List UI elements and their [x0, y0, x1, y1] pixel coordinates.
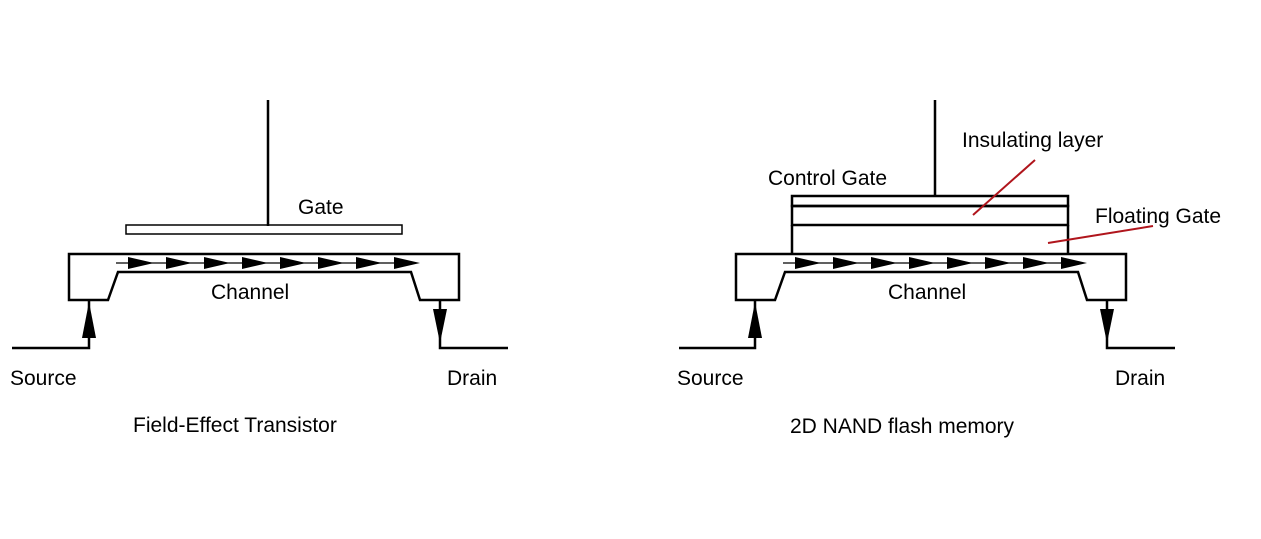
- nand-control-gate-label: Control Gate: [768, 167, 887, 190]
- fet-channel-arrow-icon: [242, 257, 268, 269]
- nand-source-label: Source: [677, 367, 744, 390]
- fet-channel-arrow-icon: [166, 257, 192, 269]
- fet-channel-arrows: [116, 257, 420, 269]
- fet-channel-arrow-icon: [128, 257, 154, 269]
- nand-drain-lead: [1105, 300, 1175, 350]
- floating-gate-pointer: [1047, 225, 1154, 244]
- nand-source-arrow-icon: [748, 302, 762, 338]
- nand-channel-arrow-icon: [909, 257, 935, 269]
- fet-channel-arrow-icon: [280, 257, 306, 269]
- fet-source-lead: [12, 300, 91, 350]
- nand-substrate: [734, 252, 1128, 302]
- fet-channel-arrow-icon: [394, 257, 420, 269]
- fet-channel-arrow-icon: [204, 257, 230, 269]
- nand-floating-gate-label: Floating Gate: [1095, 205, 1221, 228]
- fet-gate-plate: [125, 224, 403, 235]
- nand-floating-gate-layer: [790, 225, 1070, 254]
- nand-drain-arrow-icon: [1100, 309, 1114, 343]
- nand-channel-arrows: [783, 257, 1087, 269]
- fet-drain-label: Drain: [447, 367, 497, 390]
- nand-channel-arrow-icon: [1023, 257, 1049, 269]
- nand-title: 2D NAND flash memory: [790, 415, 1015, 438]
- fet-channel-arrow-icon: [318, 257, 344, 269]
- nand-channel-arrow-icon: [833, 257, 859, 269]
- nand-channel-arrow-icon: [1061, 257, 1087, 269]
- fet-title: Field-Effect Transistor: [133, 414, 337, 437]
- nand-channel-arrow-icon: [795, 257, 821, 269]
- fet-drain-arrow-icon: [433, 309, 447, 343]
- nand-insulating-layer: [790, 204, 1070, 227]
- nand-channel-arrow-icon: [985, 257, 1011, 269]
- nand-drain-label: Drain: [1115, 367, 1165, 390]
- nand-channel-label: Channel: [888, 281, 966, 304]
- fet-drain-lead: [438, 300, 508, 350]
- nand-control-gate-layer: [790, 194, 1070, 208]
- nand-source-lead: [679, 300, 757, 350]
- nand-channel-arrow-icon: [871, 257, 897, 269]
- insulating-layer-pointer: [972, 159, 1036, 216]
- fet-diagram: Gate Channel Source Drain Field-Effect T…: [10, 100, 508, 437]
- fet-channel-arrow-icon: [356, 257, 382, 269]
- fet-gate-label: Gate: [298, 196, 344, 219]
- nand-channel-arrow-icon: [947, 257, 973, 269]
- nand-diagram: Control Gate Insulating layer Floating G…: [677, 100, 1221, 438]
- fet-source-label: Source: [10, 367, 77, 390]
- fet-substrate: [67, 252, 461, 302]
- fet-source-arrow-icon: [82, 302, 96, 338]
- fet-channel-label: Channel: [211, 281, 289, 304]
- nand-insulating-layer-label: Insulating layer: [962, 129, 1103, 152]
